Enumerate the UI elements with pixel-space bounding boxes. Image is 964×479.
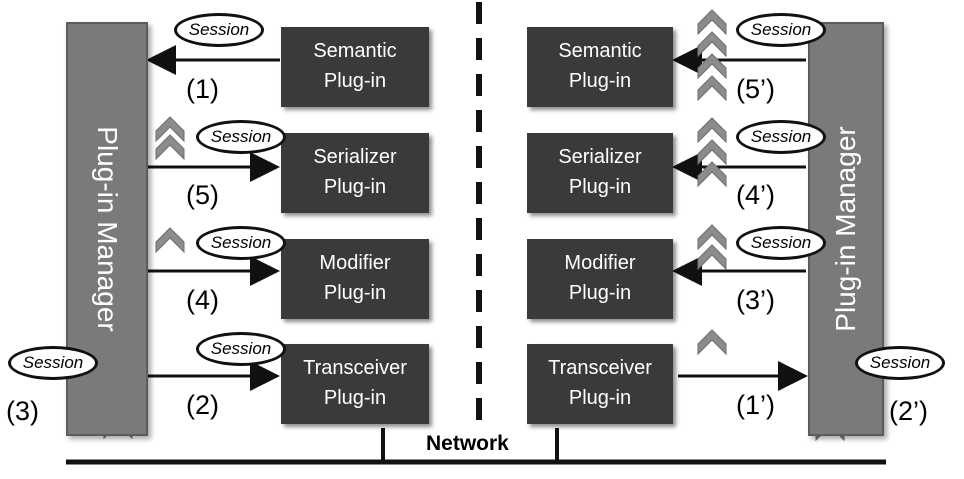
right-modifier-plugin: Modifier Plug-in: [527, 239, 673, 319]
plugin-name: Serializer: [313, 146, 397, 168]
left-serializer-plugin: Serializer Plug-in: [281, 133, 429, 213]
plugin-type: Plug-in: [323, 176, 387, 198]
plugin-name: Semantic: [313, 40, 397, 62]
step-label-4: (4): [186, 285, 219, 315]
plugin-name: Semantic: [558, 40, 642, 62]
plugin-type: Plug-in: [568, 70, 632, 92]
step-label-2-prime: (2’): [889, 396, 928, 426]
right-transceiver-plugin: Transceiver Plug-in: [527, 344, 673, 424]
chevron-stack-icon: [155, 116, 185, 160]
right-serializer-plugin: Serializer Plug-in: [527, 133, 673, 213]
step-label-3: (3): [6, 396, 39, 426]
session-pill: Session: [855, 346, 945, 380]
session-pill: Session: [736, 13, 826, 47]
session-pill: Session: [736, 120, 826, 154]
plugin-name: Modifier: [564, 252, 636, 274]
chevron-stack-icon: [697, 9, 727, 101]
step-label-1-prime: (1’): [736, 390, 775, 420]
plugin-type: Plug-in: [568, 282, 632, 304]
plugin-type: Plug-in: [323, 282, 387, 304]
plugin-name: Serializer: [558, 146, 642, 168]
right-semantic-plugin: Semantic Plug-in: [527, 27, 673, 107]
session-pill: Session: [736, 226, 826, 260]
session-pill: Session: [196, 332, 286, 366]
left-plugin-manager-label: Plug-in Manager: [92, 126, 123, 332]
network-label: Network: [426, 432, 509, 455]
session-pill: Session: [196, 120, 286, 154]
chevron-stack-icon: [155, 227, 185, 253]
chevron-stack-icon: [697, 224, 727, 270]
plugin-name: Transceiver: [548, 357, 652, 379]
step-label-5-prime: (5’): [736, 74, 775, 104]
right-plugin-manager-label: Plug-in Manager: [830, 126, 861, 332]
chevron-stack-icon: [697, 329, 727, 355]
step-label-5: (5): [186, 180, 219, 210]
left-transceiver-plugin: Transceiver Plug-in: [281, 344, 429, 424]
step-label-1: (1): [186, 74, 219, 104]
plugin-type: Plug-in: [568, 387, 632, 409]
step-label-4-prime: (4’): [736, 180, 775, 210]
session-pill: Session: [8, 346, 98, 380]
left-semantic-plugin: Semantic Plug-in: [281, 27, 429, 107]
plugin-type: Plug-in: [568, 176, 632, 198]
plugin-name: Transceiver: [303, 357, 407, 379]
session-pill: Session: [174, 13, 264, 47]
plugin-type: Plug-in: [323, 387, 387, 409]
session-pill: Session: [196, 226, 286, 260]
step-label-2: (2): [186, 390, 219, 420]
plugin-name: Modifier: [319, 252, 391, 274]
chevron-stack-icon: [697, 117, 727, 187]
left-modifier-plugin: Modifier Plug-in: [281, 239, 429, 319]
step-label-3-prime: (3’): [736, 285, 775, 315]
plugin-type: Plug-in: [323, 70, 387, 92]
